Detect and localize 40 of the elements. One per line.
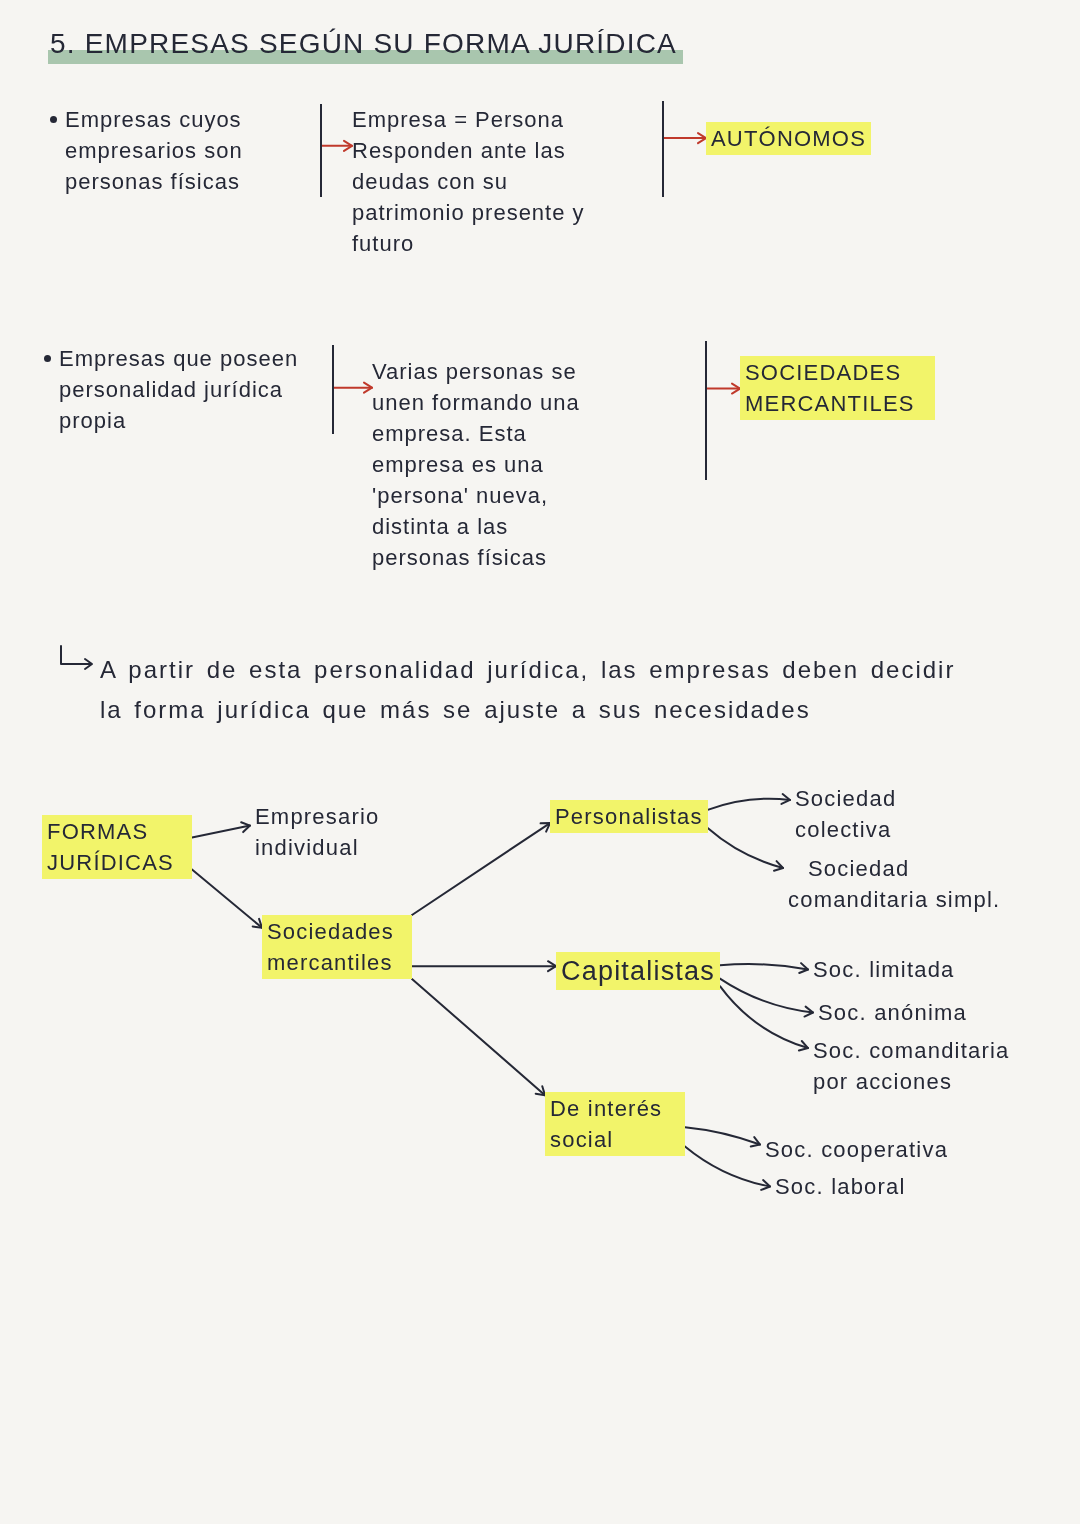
arrow	[718, 977, 814, 1018]
note-text: Empresas que poseen personalidad jurídica propia	[59, 345, 300, 435]
term-label: Empresario individual	[250, 800, 425, 864]
term-label: Soc. anónima	[813, 996, 972, 1029]
highlighted-term: De interés social	[545, 1092, 685, 1156]
term-label: Soc. laboral	[770, 1170, 911, 1203]
note-text: Empresas cuyos empresarios son personas físicas	[65, 106, 244, 196]
term-label: Sociedad comanditaria simpl.	[783, 852, 1021, 916]
arrow	[684, 1126, 761, 1148]
highlighted-term: AUTÓNOMOS	[706, 122, 872, 155]
arrow	[411, 960, 557, 973]
arrow	[718, 962, 809, 975]
term-label: Soc. comanditaria por acciones	[808, 1034, 1033, 1098]
note-text: Varias personas se unen formando una empresa. Esta empresa es una 'persona' nueva, distinta a las personas físicas	[372, 358, 581, 572]
highlighted-term: Sociedades mercantiles	[262, 915, 412, 979]
highlighted-term: SOCIEDADES MERCANTILES	[740, 356, 935, 420]
arrow	[411, 822, 551, 916]
arrow	[718, 985, 809, 1052]
arrow	[706, 827, 784, 872]
highlighted-term: Capitalistas	[556, 952, 720, 990]
arrow	[191, 868, 263, 929]
arrow	[191, 821, 251, 839]
arrow	[684, 1145, 771, 1191]
note-text: Empresa = Persona	[352, 106, 566, 134]
arrow	[663, 132, 707, 145]
arrow	[411, 978, 546, 1097]
highlighted-term: FORMAS JURÍDICAS	[42, 815, 192, 879]
term-label: Sociedad colectiva	[790, 782, 965, 846]
arrow	[706, 382, 741, 395]
highlighted-term: Personalistas	[550, 800, 708, 833]
bracketed-note	[50, 104, 322, 197]
arrow	[321, 139, 353, 152]
note-text: Responden ante las deudas con su patrimonio presente y futuro	[352, 137, 586, 258]
arrow	[333, 381, 373, 394]
term-label: Soc. cooperativa	[760, 1133, 954, 1166]
paragraph-text: A partir de esta personalidad jurídica, las empresas deben decidir la forma jurídica que más se ajuste a sus necesidades	[100, 655, 957, 725]
page-title: 5. EMPRESAS SEGÚN SU FORMA JURÍDICA	[48, 26, 683, 64]
bracketed-note	[44, 343, 334, 436]
term-label: Soc. limitada	[808, 953, 960, 986]
arrow	[706, 793, 791, 811]
